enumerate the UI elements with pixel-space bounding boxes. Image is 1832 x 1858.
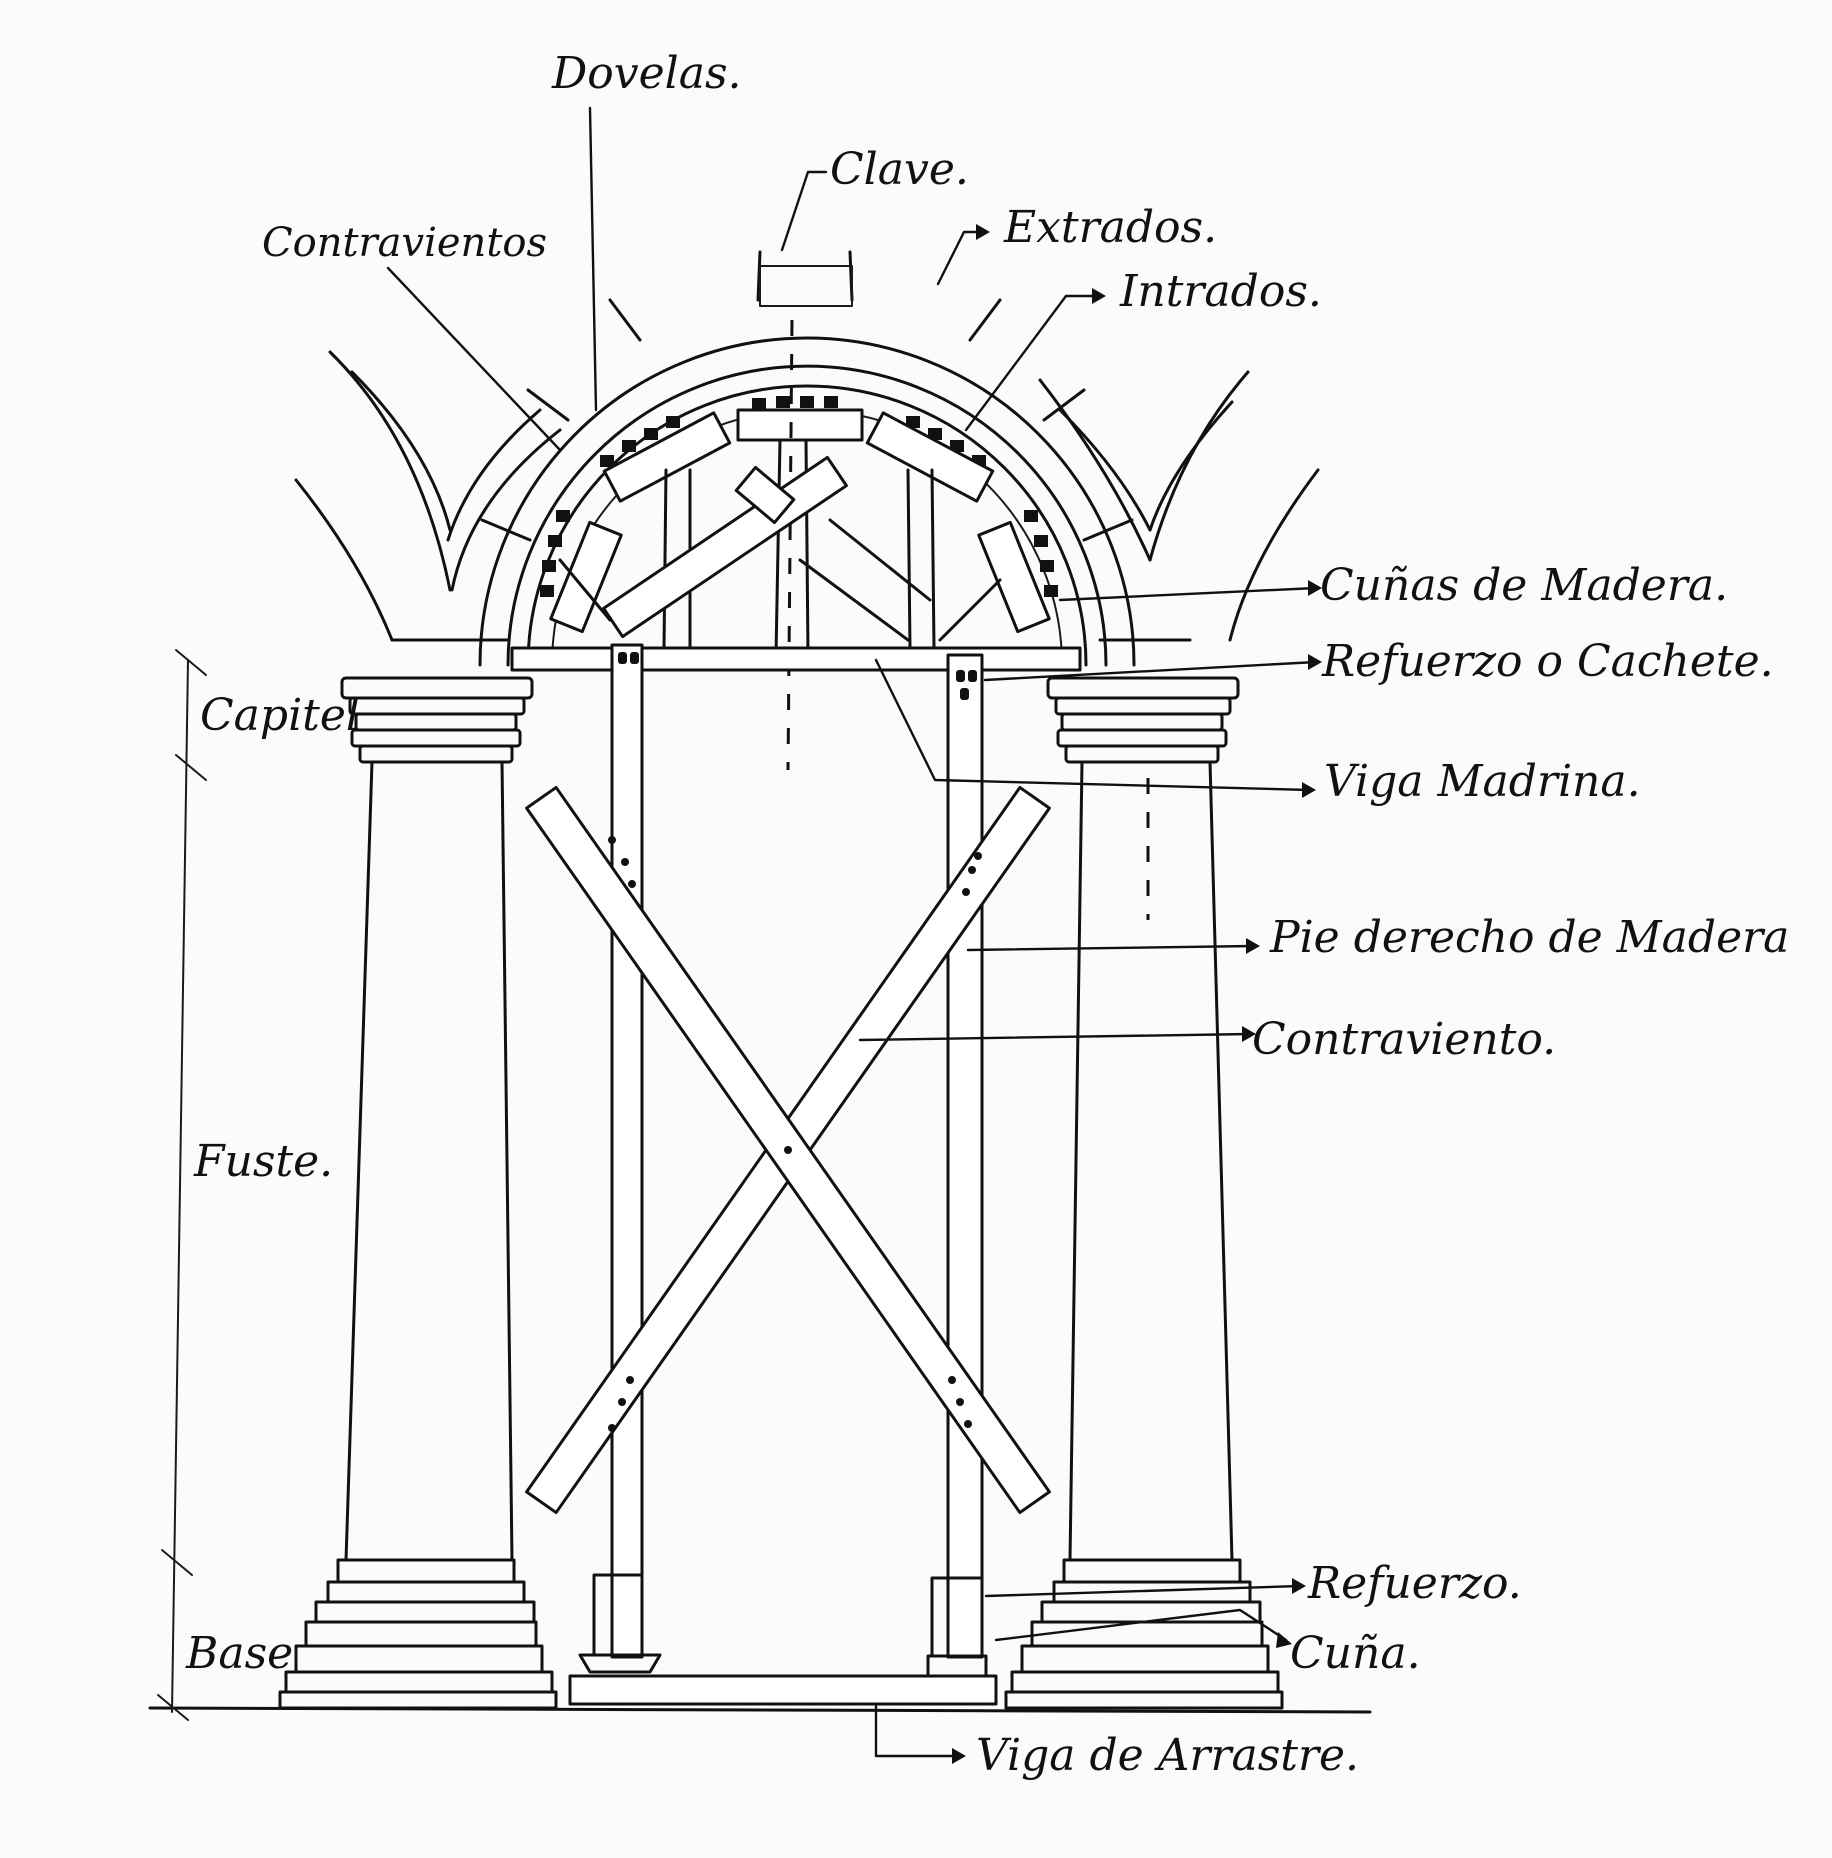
label-base: Base <box>185 1628 293 1679</box>
vault-ribs <box>294 350 1320 642</box>
leader-lines <box>386 106 1322 1764</box>
label-refuerzo: Refuerzo. <box>1307 1558 1522 1609</box>
label-fuste: Fuste. <box>193 1136 333 1187</box>
label-contravientos: Contravientos <box>262 220 547 266</box>
label-capitel: Capitel <box>200 690 360 741</box>
label-intrados: Intrados. <box>1119 266 1322 317</box>
label-cuna: Cuña. <box>1290 1628 1421 1679</box>
label-clave: Clave. <box>830 144 969 195</box>
label-dovelas: Dovelas. <box>551 48 742 99</box>
sill-beam <box>568 1674 998 1706</box>
x-bracing <box>525 785 1051 1515</box>
dimension-line <box>157 649 207 1721</box>
shoring-posts <box>578 643 988 1678</box>
label-extrados: Extrados. <box>1003 202 1217 253</box>
label-cunas-de-madera: Cuñas de Madera. <box>1320 560 1728 611</box>
label-refuerzo-o-cachete: Refuerzo o Cachete. <box>1321 636 1774 687</box>
label-pie-derecho-de-madera: Pie derecho de Madera <box>1269 912 1789 963</box>
left-column <box>278 676 558 1710</box>
label-viga-madrina: Viga Madrina. <box>1324 756 1641 807</box>
label-viga-de-arrastre: Viga de Arrastre. <box>976 1730 1359 1781</box>
label-contraviento: Contraviento. <box>1252 1014 1556 1065</box>
wooden-wedges <box>540 396 1058 634</box>
right-column <box>1004 676 1284 1710</box>
centering-frame <box>510 319 1082 771</box>
